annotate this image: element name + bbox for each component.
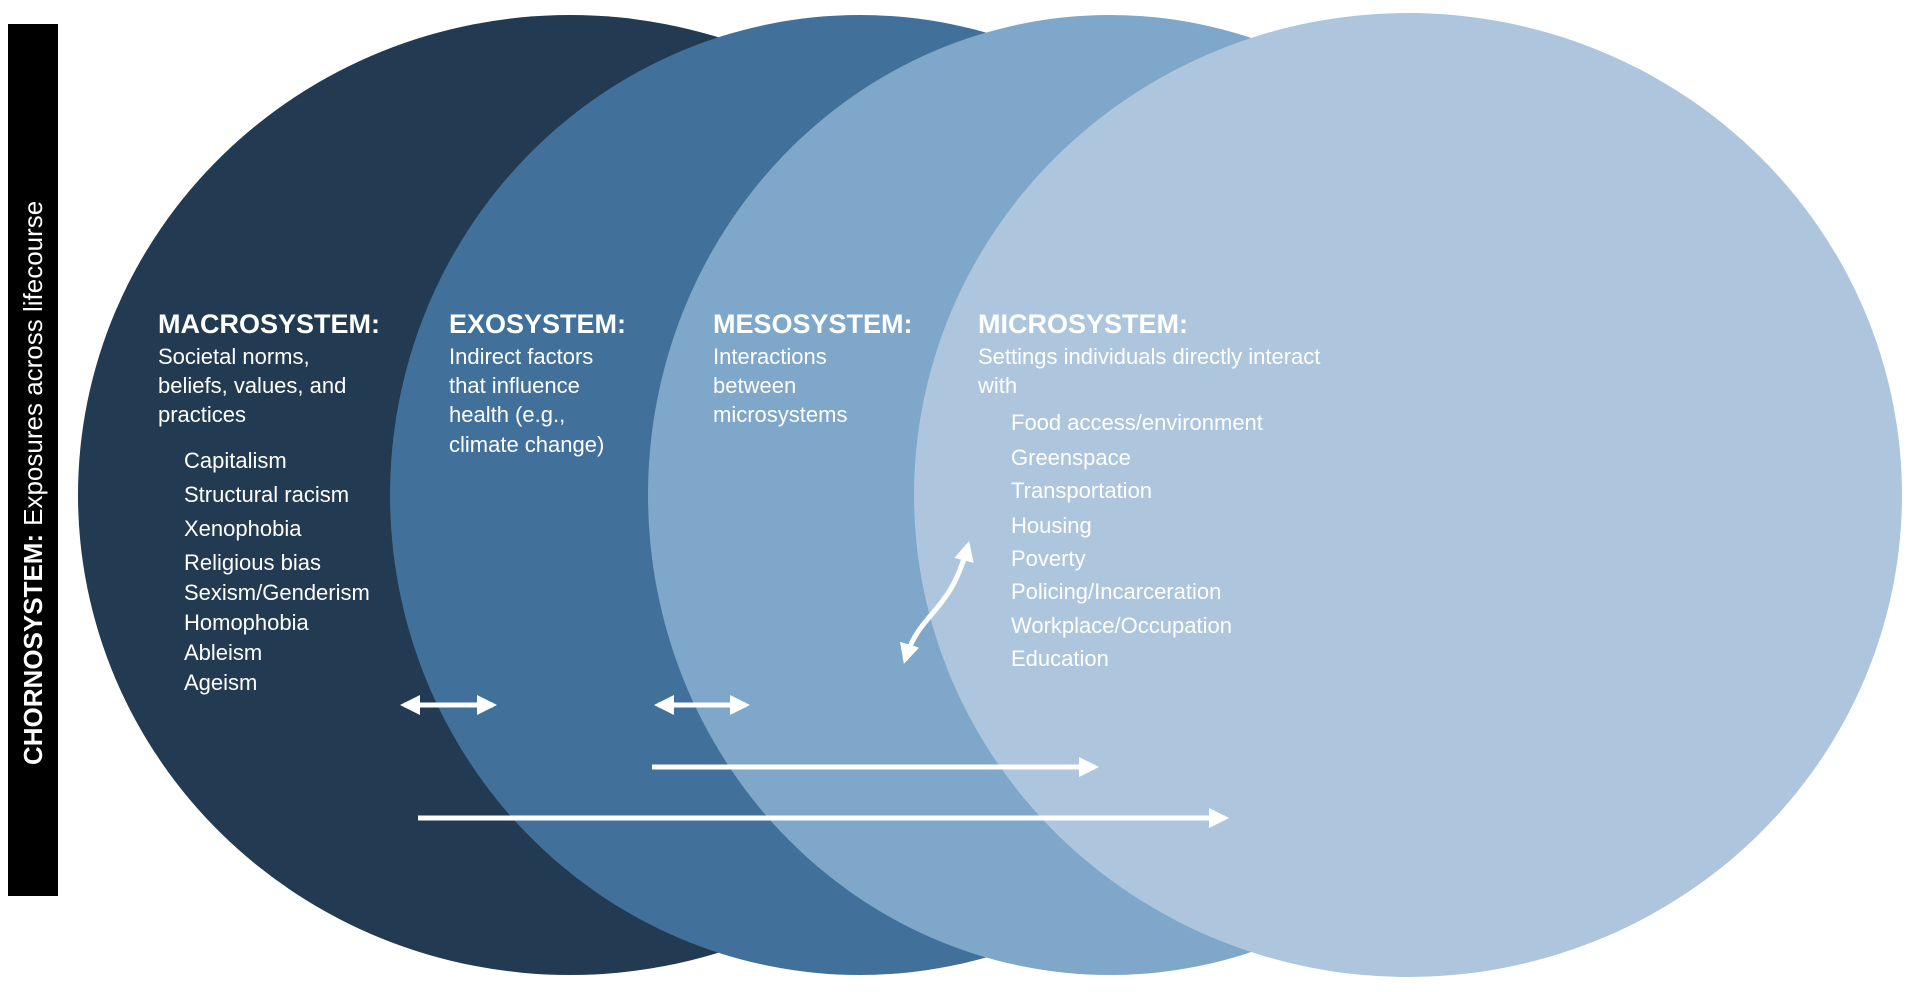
mesosystem-block: MESOSYSTEM: Interactions between microsy… xyxy=(713,309,913,427)
microsystem-heading: MICROSYSTEM: xyxy=(978,309,1188,339)
macrosystem-item: Xenophobia xyxy=(184,516,302,541)
microsystem-item: Education xyxy=(1011,646,1109,671)
macrosystem-block: MACROSYSTEM: Societal norms, beliefs, va… xyxy=(158,309,380,695)
microsystem-item: Food access/environment xyxy=(1011,410,1263,435)
chronosystem-label: CHORNOSYSTEM:Exposures across lifecourse xyxy=(18,201,48,765)
microsystem-item: Workplace/Occupation xyxy=(1011,613,1232,638)
mesosystem-heading: MESOSYSTEM: xyxy=(713,309,913,339)
macrosystem-item: Sexism/Genderism xyxy=(184,580,370,605)
exosystem-description-line: Indirect factors xyxy=(449,344,593,369)
mesosystem-description-line: microsystems xyxy=(713,402,847,427)
chronosystem-bar-background xyxy=(8,24,58,896)
microsystem-item: Policing/Incarceration xyxy=(1011,579,1221,604)
microsystem-ellipse xyxy=(914,13,1902,977)
macrosystem-item: Homophobia xyxy=(184,610,310,635)
mesosystem-description-line: between xyxy=(713,373,796,398)
macrosystem-description-line: Societal norms, xyxy=(158,344,310,369)
macrosystem-description-line: practices xyxy=(158,402,246,427)
microsystem-item: Housing xyxy=(1011,513,1092,538)
microsystem-description-line: Settings individuals directly interact xyxy=(978,344,1320,369)
exosystem-block: EXOSYSTEM: Indirect factors that influen… xyxy=(449,309,626,457)
macrosystem-item: Structural racism xyxy=(184,482,349,507)
mesosystem-description-line: Interactions xyxy=(713,344,827,369)
microsystem-item: Poverty xyxy=(1011,546,1086,571)
macrosystem-item: Ageism xyxy=(184,670,257,695)
arrows xyxy=(400,541,1229,828)
macrosystem-item: Capitalism xyxy=(184,448,287,473)
exosystem-description-line: health (e.g., xyxy=(449,402,565,427)
microsystem-item: Greenspace xyxy=(1011,445,1131,470)
exosystem-description-line: that influence xyxy=(449,373,580,398)
microsystem-item: Transportation xyxy=(1011,478,1152,503)
macrosystem-description-line: beliefs, values, and xyxy=(158,373,346,398)
macrosystem-heading: MACROSYSTEM: xyxy=(158,309,380,339)
exosystem-description-line: climate change) xyxy=(449,432,604,457)
macrosystem-item: Religious bias xyxy=(184,550,321,575)
macrosystem-item: Ableism xyxy=(184,640,262,665)
microsystem-block: MICROSYSTEM: Settings individuals direct… xyxy=(977,309,1320,671)
exosystem-heading: EXOSYSTEM: xyxy=(449,309,626,339)
chronosystem-bar: CHORNOSYSTEM:Exposures across lifecourse xyxy=(8,24,58,896)
curved-double-arrow-icon xyxy=(900,541,974,664)
microsystem-description-line: with xyxy=(977,373,1017,398)
